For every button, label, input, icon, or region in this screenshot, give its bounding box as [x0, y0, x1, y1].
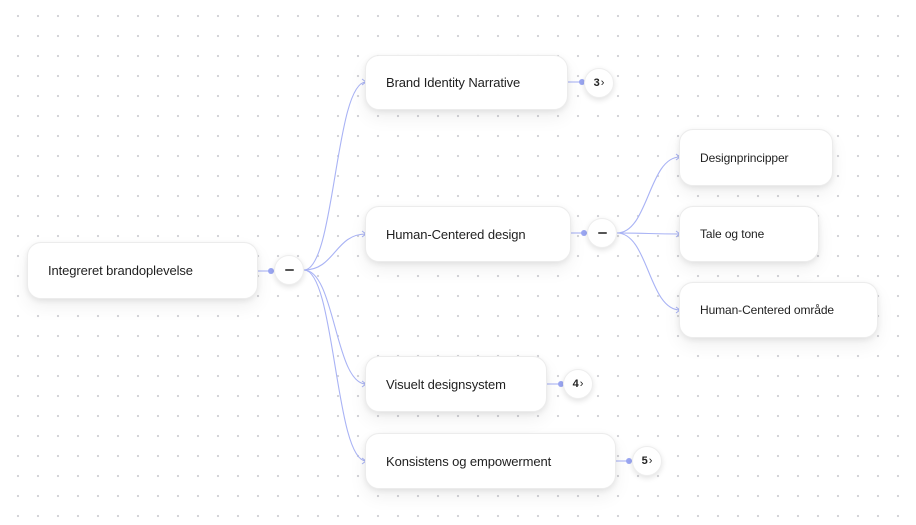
edge-root-brand-identity	[303, 81, 367, 271]
node-human-centered-omraade[interactable]: Human-Centered område	[679, 282, 878, 338]
badge-count: 5	[641, 455, 648, 467]
node-human-centered-omraade-label: Human-Centered område	[700, 303, 834, 317]
human-centered-connector-dot	[581, 230, 587, 236]
root-connector-dot	[268, 268, 274, 274]
node-tale-og-tone[interactable]: Tale og tone	[679, 206, 819, 262]
edge-root-visuelt	[303, 269, 367, 385]
node-konsistens-og-empowerment[interactable]: Konsistens og empowerment	[365, 433, 616, 489]
brand-identity-connector-dot	[579, 79, 585, 85]
badge-count: 3	[593, 77, 600, 89]
node-tale-og-tone-label: Tale og tone	[700, 227, 765, 241]
edge-root-konsistens	[303, 269, 367, 462]
edge-human-designprincipper	[616, 156, 681, 234]
konsistens-expand-badge[interactable]: 5›	[632, 446, 662, 476]
node-human-centered-design-label: Human-Centered design	[386, 226, 526, 242]
root-collapse-toggle[interactable]	[274, 255, 304, 285]
konsistens-connector-dot	[626, 458, 632, 464]
visuelt-connector-dot	[558, 381, 564, 387]
chevron-right-icon: ›	[579, 378, 584, 390]
human-centered-collapse-toggle[interactable]	[587, 218, 617, 248]
node-brand-identity-narrative-label: Brand Identity Narrative	[386, 75, 521, 90]
minus-icon	[284, 269, 294, 271]
visuelt-expand-badge[interactable]: 4›	[563, 369, 593, 399]
badge-count: 4	[572, 378, 579, 390]
node-root-label: Integreret brandoplevelse	[48, 263, 193, 278]
node-visuelt-designsystem[interactable]: Visuelt designsystem	[365, 356, 547, 412]
brand-identity-expand-badge[interactable]: 3›	[584, 68, 614, 98]
node-human-centered-design[interactable]: Human-Centered design	[365, 206, 571, 262]
node-konsistens-og-empowerment-label: Konsistens og empowerment	[386, 453, 552, 469]
chevron-right-icon: ›	[648, 455, 653, 467]
chevron-right-icon: ›	[600, 77, 605, 89]
node-designprincipper[interactable]: Designprincipper	[679, 129, 833, 186]
node-visuelt-designsystem-label: Visuelt designsystem	[386, 376, 506, 392]
edge-human-tale-og-tone	[616, 232, 681, 235]
node-root[interactable]: Integreret brandoplevelse	[27, 242, 258, 299]
minus-icon	[597, 232, 607, 234]
node-brand-identity-narrative[interactable]: Brand Identity Narrative	[365, 55, 568, 110]
edge-human-omraade	[616, 232, 681, 311]
node-designprincipper-label: Designprincipper	[700, 150, 789, 165]
edge-root-human-centered	[303, 233, 367, 271]
